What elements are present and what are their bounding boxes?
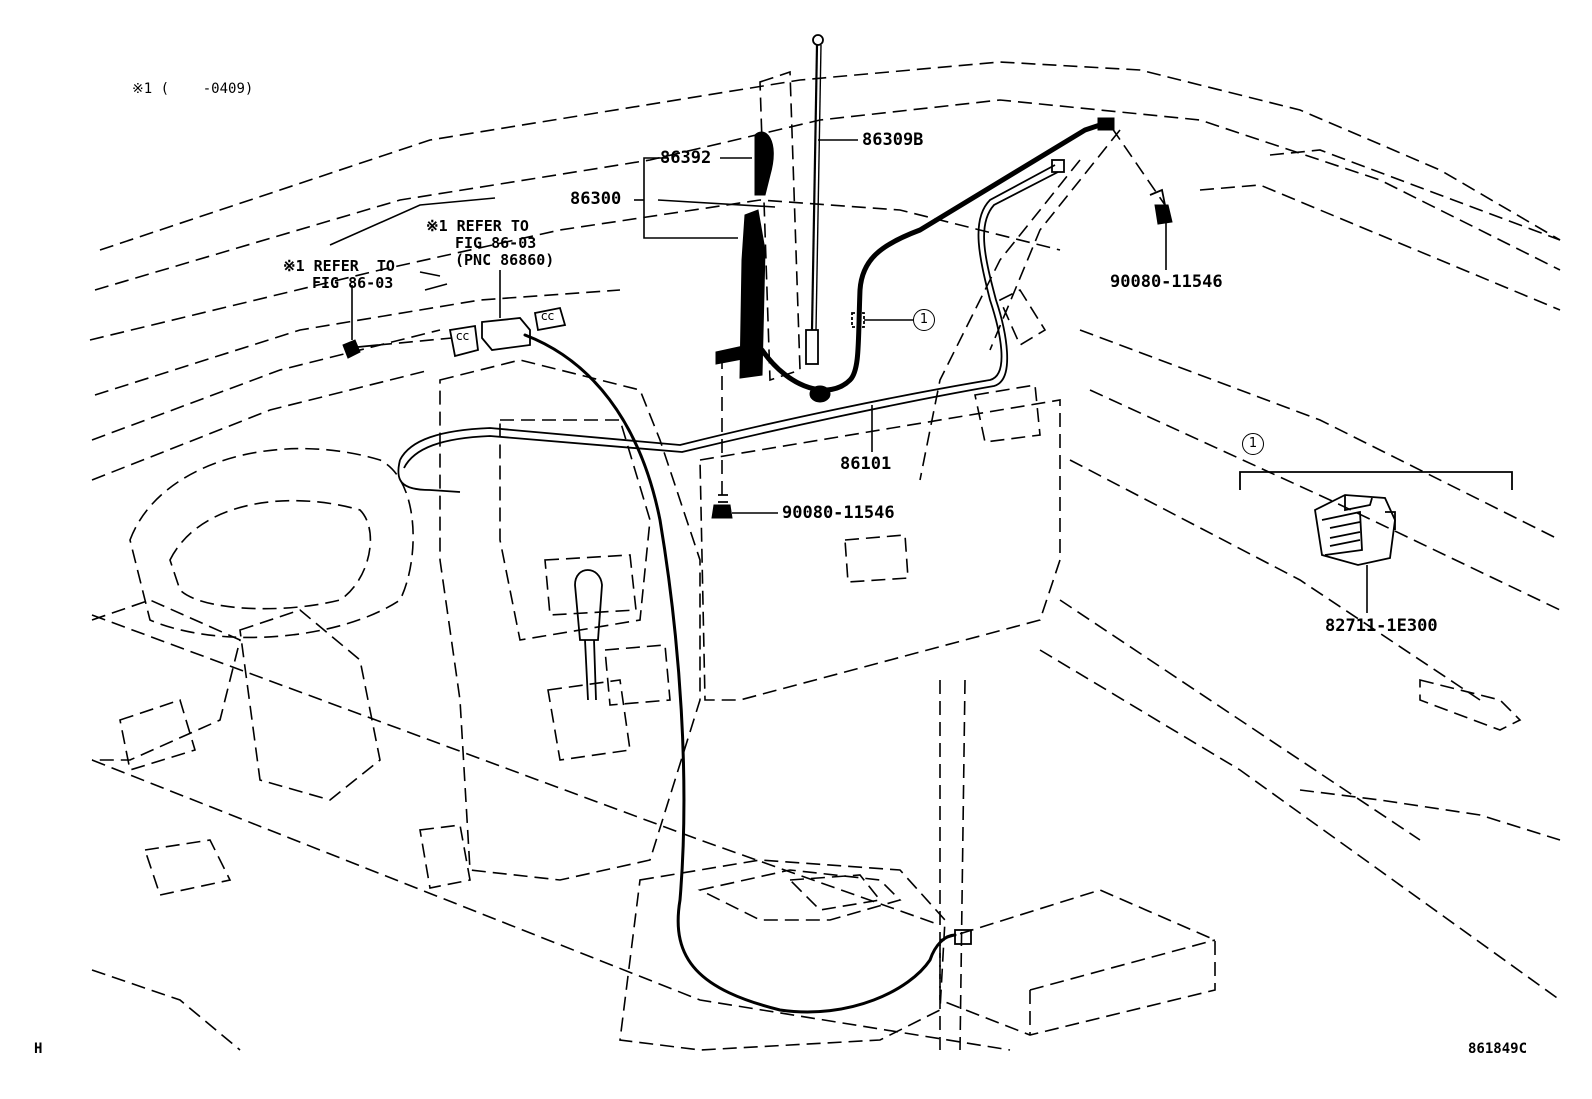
cluster-inner xyxy=(169,499,372,610)
label-86300[interactable]: 86300 xyxy=(570,189,622,209)
pedal-box xyxy=(143,839,232,896)
dash-line-b xyxy=(91,369,431,481)
diagram-id: 861849C xyxy=(1468,1041,1528,1057)
glovebox xyxy=(699,399,1061,701)
cable-end-connector xyxy=(1097,117,1115,131)
label-86392[interactable]: 86392 xyxy=(660,148,712,168)
radio-slot xyxy=(544,554,637,616)
leader-86300-to-box xyxy=(329,197,496,246)
right-body-1 xyxy=(1079,329,1561,541)
floor-left xyxy=(91,969,241,1051)
long-diag-2 xyxy=(91,759,1011,1051)
right-window-2 xyxy=(1199,184,1561,311)
center-panel xyxy=(439,359,701,881)
ref2-line1: ※1 REFER TO xyxy=(283,257,395,275)
label-82711[interactable]: 82711-1E300 xyxy=(1325,616,1438,636)
antenna-icon xyxy=(805,34,824,365)
dash-line-a xyxy=(91,329,441,441)
cable-86101-end xyxy=(1051,159,1065,173)
ref1-line2: FIG 86-03 xyxy=(455,234,537,252)
console-lid xyxy=(697,869,902,921)
right-lower-curve xyxy=(1299,789,1561,841)
clip-icon: cc cc xyxy=(456,309,554,343)
right-vent xyxy=(974,384,1041,443)
seat-right xyxy=(939,889,1216,1036)
svg-text:cc: cc xyxy=(541,309,554,323)
right-floor xyxy=(1039,649,1561,1001)
label-86309b[interactable]: 86309B xyxy=(862,130,924,150)
center-panel-inner xyxy=(499,419,651,641)
door-panel xyxy=(998,288,1047,347)
detail-callout-1-icon: 1 xyxy=(1242,433,1264,455)
label-90080-lower[interactable]: 90080-11546 xyxy=(782,503,895,523)
callout-1-icon[interactable]: 1 xyxy=(913,309,935,331)
svg-text:cc: cc xyxy=(456,329,469,343)
ref1-line1: ※1 REFER TO xyxy=(426,217,529,235)
ref1-line3: (PNC 86860) xyxy=(455,251,555,269)
right-body-3 xyxy=(1069,459,1481,701)
long-diag-1 xyxy=(91,614,941,926)
roof-outline xyxy=(99,61,1561,251)
leader-86300-right xyxy=(657,199,776,208)
right-body-2 xyxy=(1089,389,1561,611)
seat-right-top xyxy=(1029,939,1216,991)
antenna-bezel xyxy=(715,131,774,379)
bolt-center xyxy=(711,494,733,519)
leader-86300-bracket xyxy=(643,157,738,239)
ref2-line2: FIG 86-03 xyxy=(312,274,394,292)
console-body xyxy=(619,859,946,1051)
header-note: ※1 ( -0409) xyxy=(132,81,254,97)
cable-86101-b xyxy=(403,171,1059,469)
cable-grommet xyxy=(809,385,831,403)
clip-detail xyxy=(1314,494,1396,566)
cable-86101-a xyxy=(399,164,1056,461)
console-lid-top xyxy=(788,874,882,911)
cable-down xyxy=(523,333,957,1014)
dash-top-edge xyxy=(94,289,621,396)
cable-down-connector xyxy=(954,929,972,945)
cable-86101-plug xyxy=(397,459,461,493)
right-panel xyxy=(1419,678,1522,731)
pedal-2 xyxy=(419,824,471,889)
antenna-cable xyxy=(759,122,1103,393)
antenna-phantom xyxy=(759,70,801,382)
glove-handle xyxy=(844,534,909,583)
a-pillar xyxy=(919,159,1081,481)
right-body-4 xyxy=(1059,599,1421,841)
shift-stem xyxy=(584,639,597,701)
left-lower-dash xyxy=(91,599,241,761)
shift-console xyxy=(547,679,631,761)
label-86101[interactable]: 86101 xyxy=(840,454,892,474)
vent-right-center xyxy=(604,644,671,706)
bolt-leader-upper xyxy=(1111,127,1166,206)
leader-ref2 xyxy=(419,271,448,291)
amplifier-box xyxy=(448,306,567,358)
windshield-lower xyxy=(89,199,1061,341)
bolt-left-leader xyxy=(377,337,453,346)
bolt-icon xyxy=(342,339,379,359)
callout-marker xyxy=(851,312,865,328)
a-pillar-inner xyxy=(989,129,1121,351)
steering-column xyxy=(239,609,381,801)
shift-knob xyxy=(574,569,603,641)
corner-left-code: H xyxy=(34,1041,43,1057)
left-vent xyxy=(119,698,196,772)
bolt-upper-right xyxy=(1149,188,1173,225)
right-window xyxy=(1269,149,1561,241)
instrument-cluster xyxy=(129,447,414,639)
pillar-center-2 xyxy=(959,679,966,1051)
windshield-upper xyxy=(94,99,1561,291)
label-90080-upper[interactable]: 90080-11546 xyxy=(1110,272,1223,292)
detail-bracket xyxy=(1239,471,1513,490)
